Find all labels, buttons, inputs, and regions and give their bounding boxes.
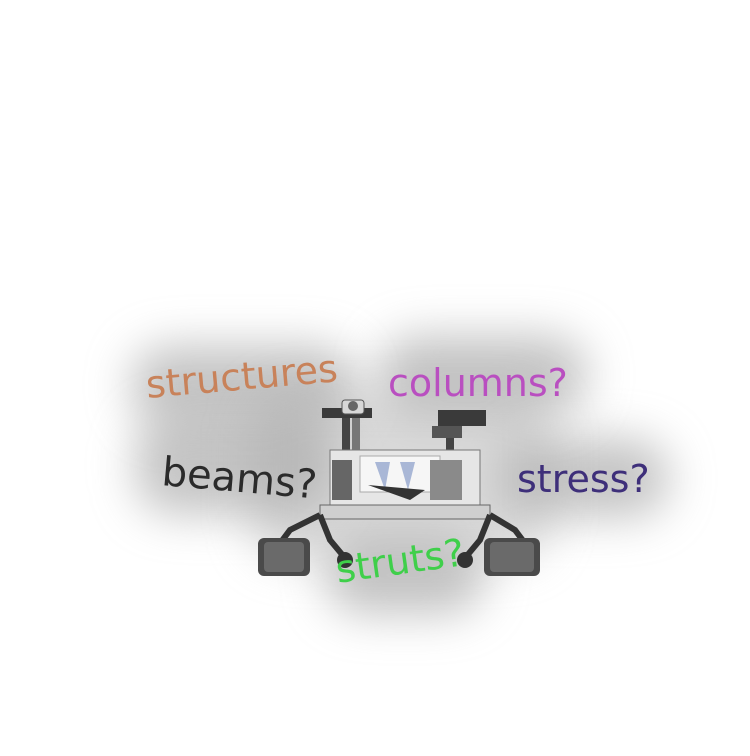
- word-stress: stress?: [517, 457, 650, 501]
- word-columns: columns?: [388, 361, 568, 405]
- glow-beams: [135, 415, 335, 515]
- glow-struts: [325, 535, 485, 615]
- rover-illustration: [258, 399, 540, 576]
- glow-columns: [378, 335, 588, 415]
- glow-stress: [500, 438, 670, 518]
- glow-structures: [130, 345, 355, 425]
